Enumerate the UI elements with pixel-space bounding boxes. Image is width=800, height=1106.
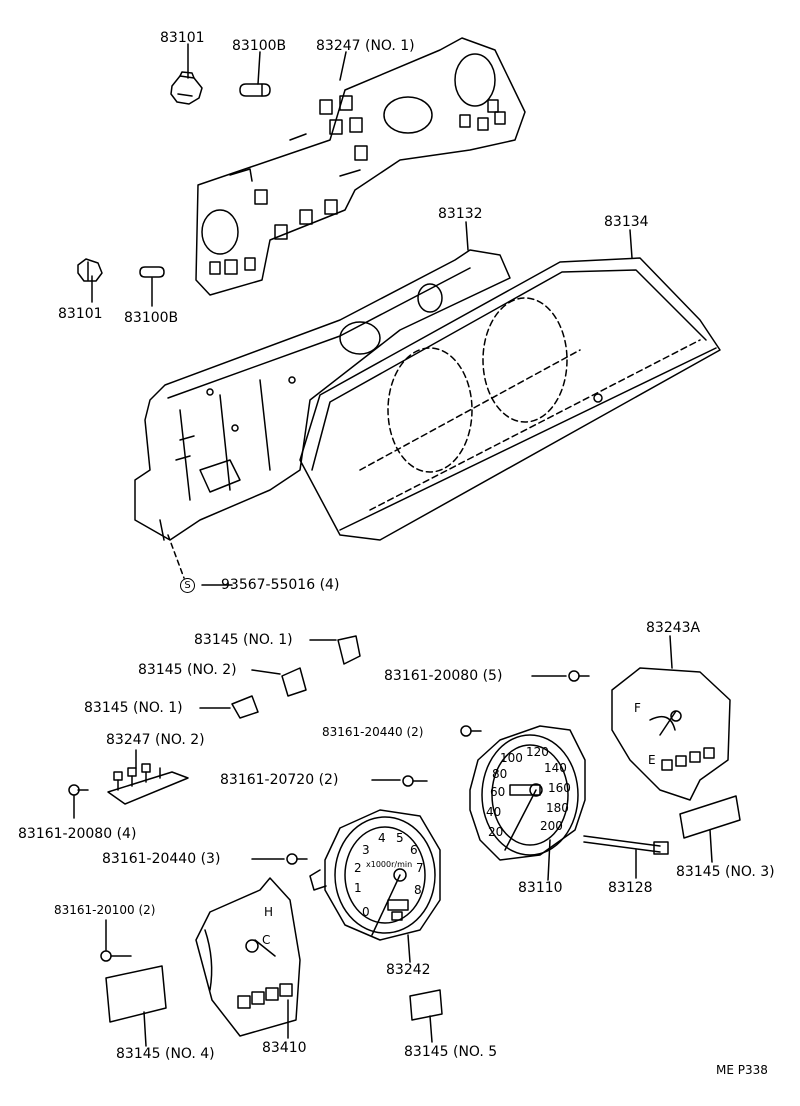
gauge-letter: F	[634, 701, 641, 715]
part-label-83247-no2: 83247 (NO. 2)	[106, 732, 205, 748]
part-label-83242: 83242	[386, 962, 431, 978]
speedo-tick: 20	[488, 825, 504, 839]
part-label-83161-20080-5: 83161-20080 (5)	[384, 668, 503, 684]
part-label-83161-20440-2: 83161-20440 (2)	[322, 725, 424, 739]
tacho-tick: 1	[354, 881, 362, 895]
screw-position-line	[167, 534, 185, 579]
leader-line	[465, 221, 469, 251]
leader-line	[251, 669, 281, 675]
part-label-83161-20080-4: 83161-20080 (4)	[18, 826, 137, 842]
part-label-83101: 83101	[160, 30, 205, 46]
part-label-83145-no4: 83145 (NO. 4)	[116, 1046, 215, 1062]
leader-line	[709, 829, 713, 863]
plate-icon	[337, 635, 361, 665]
screw-icon	[100, 950, 132, 962]
tacho-tick: 0	[362, 905, 370, 919]
screw-icon	[68, 784, 89, 796]
page-code: ME P338	[716, 1063, 768, 1077]
bulb-socket-icon	[170, 71, 203, 105]
speedo-tick: 160	[548, 781, 571, 795]
speedo-tick: 100	[500, 751, 523, 765]
leader-line	[257, 51, 261, 85]
screw-symbol: S	[180, 577, 195, 593]
temperature-gauge-icon	[195, 877, 301, 1037]
tacho-tick: 2	[354, 861, 362, 875]
bulb-socket-icon	[77, 258, 103, 282]
tacho-tick: 4	[378, 831, 386, 845]
part-label-83145-no2: 83145 (NO. 2)	[138, 662, 237, 678]
speedo-tick: 120	[526, 745, 549, 759]
part-label-83145-no3: 83145 (NO. 3)	[676, 864, 775, 880]
leader-line	[339, 51, 347, 81]
plate-icon	[679, 795, 741, 839]
tacho-tick: 3	[362, 843, 370, 857]
plate-icon	[409, 989, 443, 1021]
part-label-83145-no1: 83145 (NO. 1)	[194, 632, 293, 648]
part-label-83161-20440-3: 83161-20440 (3)	[102, 851, 221, 867]
part-label-83134: 83134	[604, 214, 649, 230]
bulb-icon	[239, 83, 271, 97]
screw-icon	[460, 725, 482, 737]
printed-circuit-plate-icon	[195, 37, 526, 296]
speedo-tick: 140	[544, 761, 567, 775]
leader-line	[629, 229, 633, 259]
gauge-letter: H	[264, 905, 274, 919]
screw-icon	[286, 853, 308, 865]
part-label-83101: 83101	[58, 306, 103, 322]
speedo-tick: 200	[540, 819, 563, 833]
printed-circuit-strip-icon	[107, 763, 189, 805]
speedo-tick: 180	[546, 801, 569, 815]
tacho-tick: 7	[416, 861, 424, 875]
screw-part-number: 93567-55016 (4)	[221, 577, 340, 593]
tachometer-icon	[309, 809, 441, 941]
part-label-83110: 83110	[518, 880, 563, 896]
part-label-83132: 83132	[438, 206, 483, 222]
part-label-83161-20720-2: 83161-20720 (2)	[220, 772, 339, 788]
leader-line	[547, 839, 551, 881]
screw-icon	[568, 670, 590, 682]
leader-line	[143, 1011, 147, 1047]
reset-knob-icon	[583, 835, 669, 855]
part-label-83243a: 83243A	[646, 620, 701, 636]
part-label-83100b: 83100B	[232, 38, 287, 54]
tacho-tick: 8	[414, 883, 422, 897]
plate-icon	[231, 695, 259, 719]
leader-line	[429, 1015, 433, 1043]
meter-case-icon	[134, 249, 511, 541]
speedo-tick: 60	[490, 785, 506, 799]
speedo-tick: 40	[486, 805, 502, 819]
part-label-83161-20100-2: 83161-20100 (2)	[54, 903, 156, 917]
gauge-letter: C	[262, 933, 271, 947]
speedo-tick: 80	[492, 767, 508, 781]
part-label-83247-no1: 83247 (NO. 1)	[316, 38, 415, 54]
tacho-tick: 6	[410, 843, 418, 857]
part-label-83128: 83128	[608, 880, 653, 896]
fuel-temperature-gauge-icon	[611, 667, 731, 801]
plate-icon	[105, 965, 167, 1023]
tacho-unit: x1000r/min	[366, 860, 413, 869]
part-label-83145-no1: 83145 (NO. 1)	[84, 700, 183, 716]
tacho-tick: 5	[396, 831, 404, 845]
leader-line	[407, 934, 411, 963]
bulb-icon	[139, 266, 165, 278]
gauge-letter: E	[648, 753, 656, 767]
screw-icon	[402, 775, 428, 787]
part-label-83410: 83410	[262, 1040, 307, 1056]
plate-icon	[281, 667, 307, 697]
part-label-83100b: 83100B	[124, 310, 179, 326]
part-label-83145-no5: 83145 (NO. 5	[404, 1044, 498, 1060]
leader-line	[669, 635, 673, 669]
speedometer-icon	[469, 725, 586, 861]
meter-glass-icon	[299, 257, 721, 541]
screw-label-93567: S 93567-55016 (4)	[180, 577, 339, 593]
